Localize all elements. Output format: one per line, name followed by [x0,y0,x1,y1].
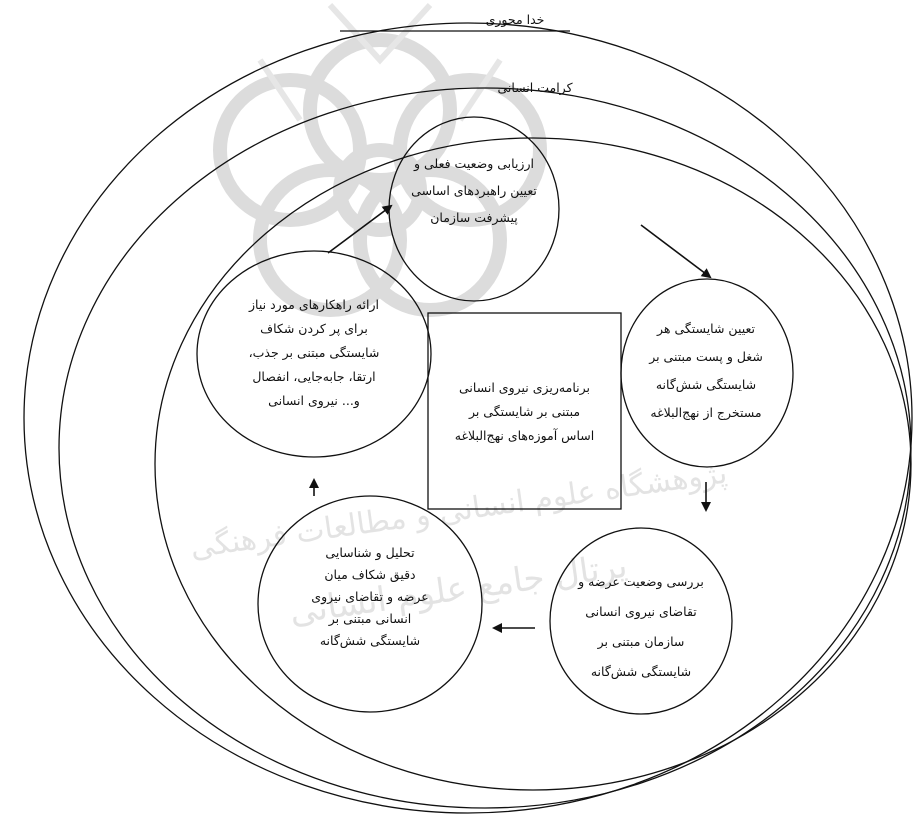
node-bottom-left-line-2: دقیق شکاف میان [324,567,416,582]
node-left [196,250,432,458]
node-right-text: تعیین شایستگی هر شغل و پست مبتنی بر شایس… [630,315,782,427]
arrow-top-to-right [640,224,712,279]
center-line-3: اساس آموزه‌های نهج‌البلاغه [454,428,595,443]
node-bottom-left-text: تحلیل و شناسایی دقیق شکاف میان عرضه و تق… [290,542,450,652]
node-bottom-left-line-4: انسانی مبتنی بر [328,611,412,626]
node-right-line-2: شغل و پست مبتنی بر [649,349,763,364]
node-bottom-right-line-4: شایستگی شش‌گانه [590,664,692,679]
node-bottom-right-line-2: تقاضای نیروی انسانی [585,604,697,619]
node-left-line-1: ارائه راهکارهای مورد نیاز [249,297,379,312]
node-bottom-right [549,527,733,715]
node-bottom-right-text: بررسی وضعیت عرضه و تقاضای نیروی انسانی س… [565,567,717,687]
outer-circle-god-centeredness [23,22,913,814]
node-top-line-2: تعیین راهبردهای اساسی [411,183,537,198]
node-right [620,278,794,468]
node-left-line-5: و... نیروی انسانی [268,393,360,408]
node-bottom-left-line-1: تحلیل و شناسایی [325,545,415,560]
center-box [427,312,622,510]
inner-circle [154,137,912,791]
node-left-line-3: شایستگی مبتنی بر جذب، [248,345,380,360]
node-bottom-right-line-3: سازمان مبتنی بر [597,634,685,649]
label-god-centeredness: خدا محوری [485,12,545,27]
node-top-text: ارزیابی وضعیت فعلی و تعیین راهبردهای اسا… [404,150,544,231]
node-left-text: ارائه راهکارهای مورد نیاز برای پر کردن ش… [215,293,413,413]
node-bottom-left [257,495,483,713]
node-bottom-left-line-3: عرضه و تقاضای نیروی [311,589,429,604]
node-top-line-1: ارزیابی وضعیت فعلی و [414,156,534,171]
node-left-line-2: برای پر کردن شکاف [260,321,368,336]
node-bottom-left-line-5: شایستگی شش‌گانه [319,633,421,648]
center-line-2: مبتنی بر شایستگی بر [468,404,581,419]
node-bottom-right-line-1: بررسی وضعیت عرضه و [578,574,704,589]
node-top-line-3: پیشرفت سازمان [430,210,518,225]
node-left-line-4: ارتقا، جابه‌جایی، انفصال [252,369,376,384]
label-human-dignity: کرامت انسانی [497,80,573,95]
arrow-left-to-top [327,204,393,254]
node-right-line-3: شایستگی شش‌گانه [655,377,757,392]
center-box-text: برنامه‌ریزی نیروی انسانی مبتنی بر شایستگ… [430,376,619,448]
node-right-line-4: مستخرج از نهج‌البلاغه [650,405,762,420]
node-right-line-1: تعیین شایستگی هر [656,321,755,336]
center-line-1: برنامه‌ریزی نیروی انسانی [459,380,590,395]
